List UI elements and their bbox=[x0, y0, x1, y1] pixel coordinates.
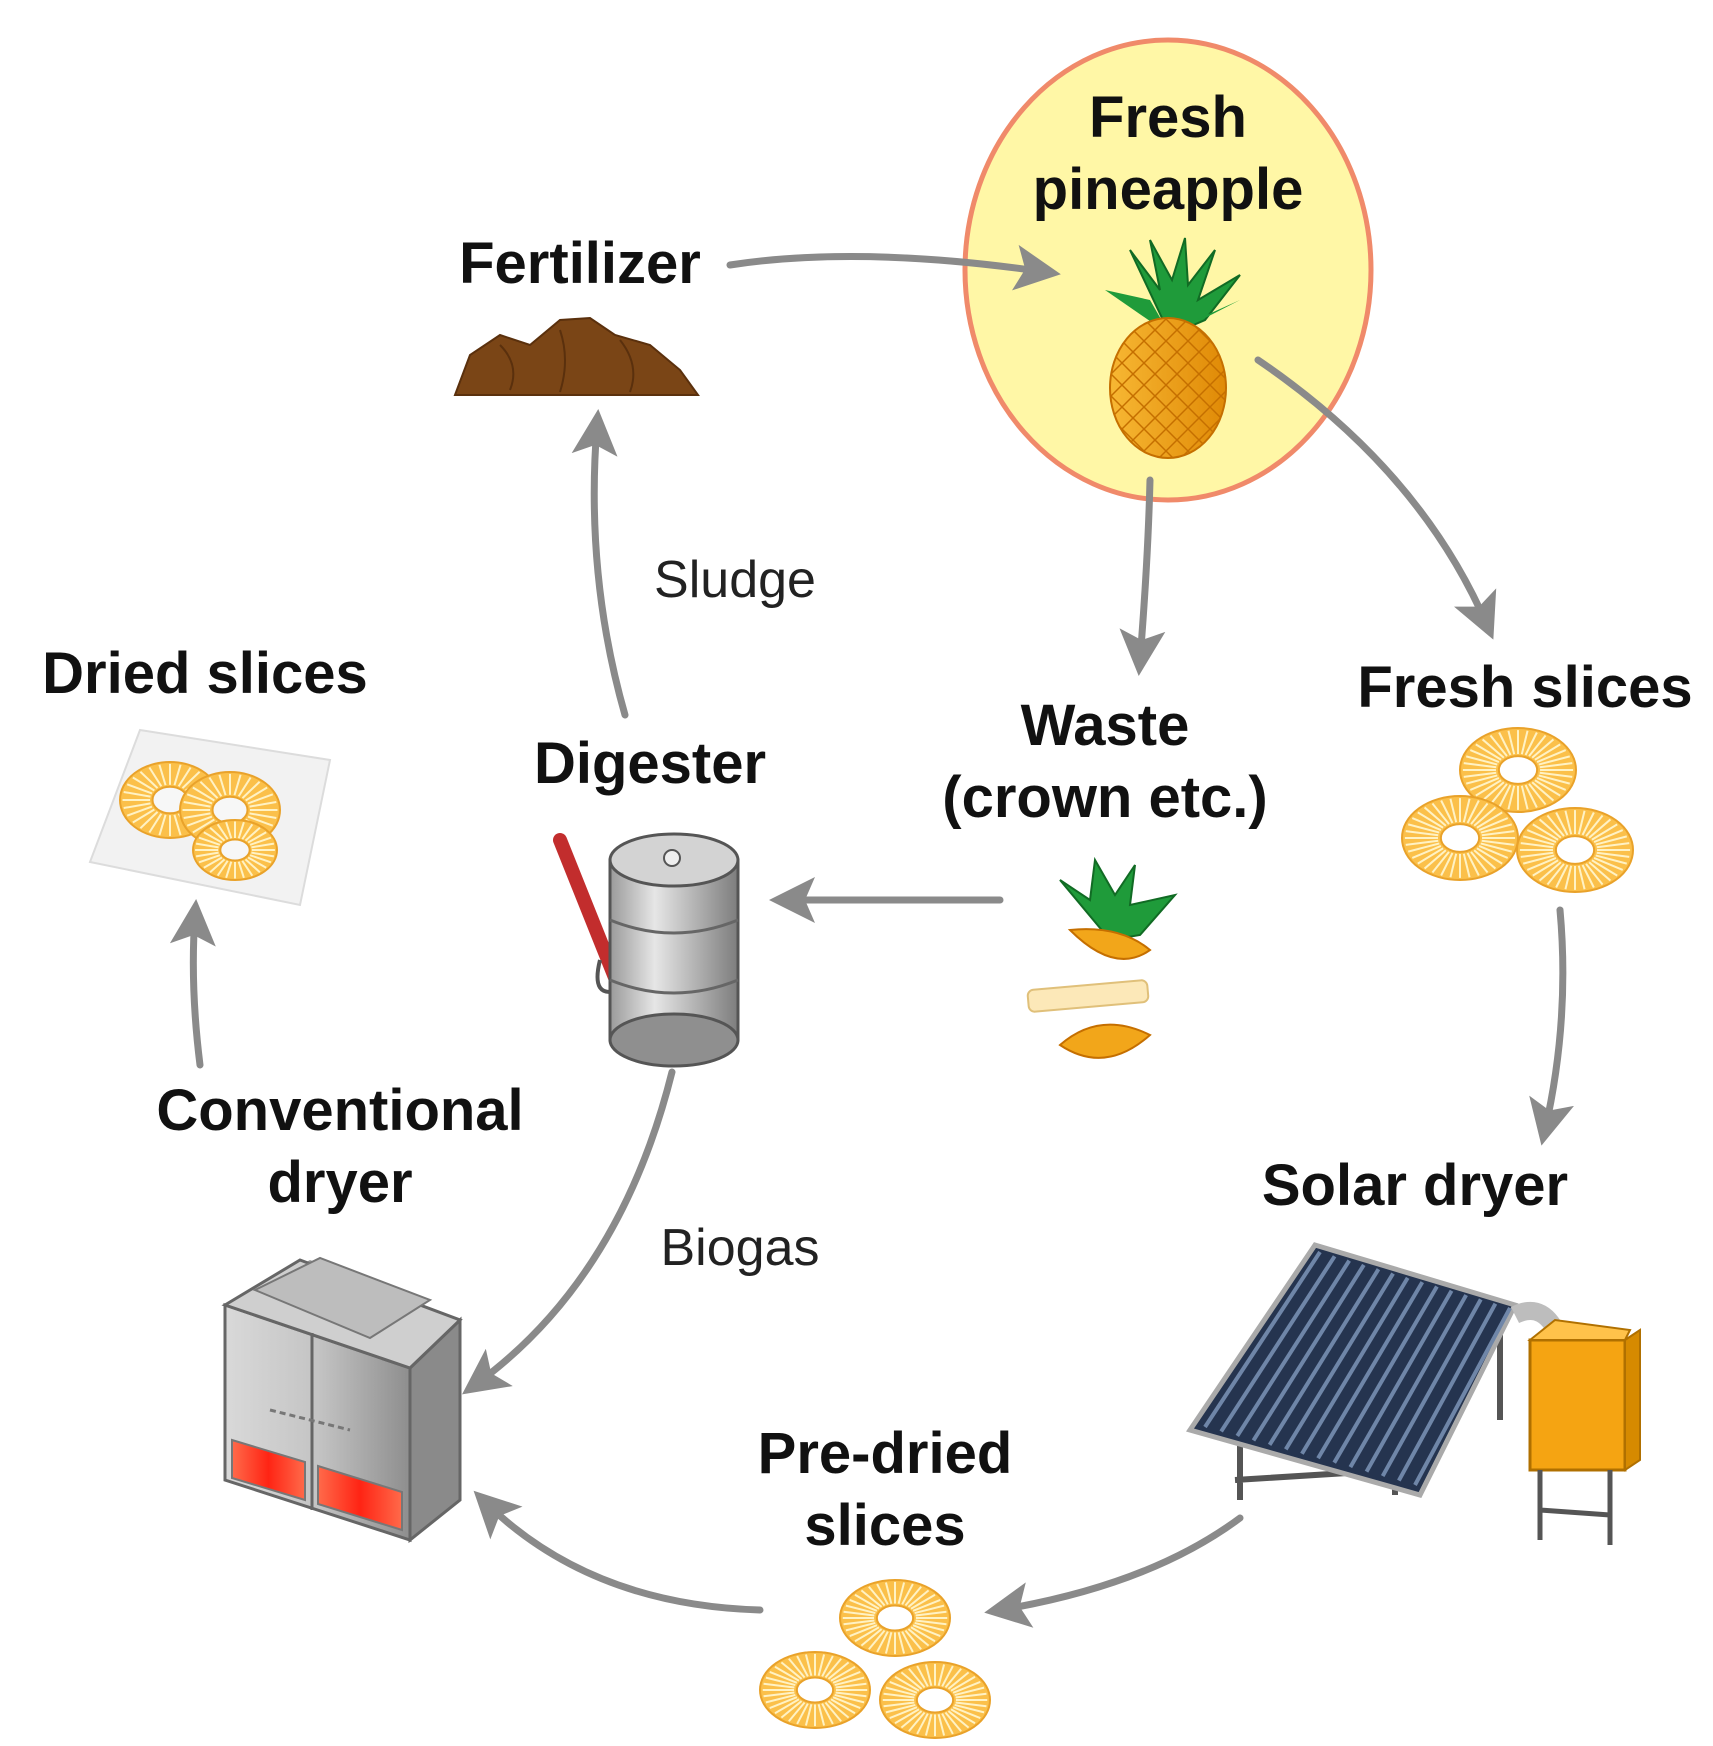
flow-arrows bbox=[169, 244, 1575, 1628]
waste-icon bbox=[1026, 856, 1178, 1059]
arrow-pineapple-to-waste bbox=[1119, 476, 1166, 676]
arrow-fertilizer-to-pineapple bbox=[726, 244, 1061, 291]
solar-tube bbox=[1300, 1276, 1410, 1455]
digester-icon bbox=[553, 832, 740, 1068]
pre-dried-slice-1 bbox=[839, 1579, 951, 1657]
pre-dried-slices-line2: slices bbox=[804, 1493, 966, 1558]
pre-dried-slice-2 bbox=[759, 1651, 871, 1729]
arrow-digester-to-fertilizer-sludge bbox=[571, 409, 629, 719]
pre-dried-slice-3 bbox=[879, 1661, 991, 1739]
pre-dried-slices-line1: Pre-dried bbox=[757, 1421, 1013, 1486]
sludge-label: Sludge bbox=[654, 551, 816, 609]
solar-dryer-label: Solar dryer bbox=[1261, 1153, 1569, 1218]
solar-tube bbox=[1203, 1250, 1322, 1429]
pre-dried-slices-label: Pre-dried slices bbox=[720, 1418, 1050, 1562]
solar-tube bbox=[1380, 1298, 1483, 1478]
arrow-fresh-slices-to-solar-dryer bbox=[1529, 906, 1575, 1146]
waste-line2: (crown etc.) bbox=[942, 765, 1268, 830]
arrow-digester-to-conventional-dryer-biogas bbox=[462, 1068, 676, 1395]
fertilizer-label: Fertilizer bbox=[459, 231, 701, 296]
arrow-pineapple-to-fresh-slices bbox=[1254, 356, 1497, 640]
solar-tube bbox=[1316, 1281, 1425, 1460]
solar-tube bbox=[1219, 1255, 1337, 1433]
conventional-dryer-line2: dryer bbox=[267, 1150, 413, 1215]
arrow-pre-dried-to-conventional-dryer bbox=[473, 1490, 764, 1614]
fresh-pineapple-line2: pineapple bbox=[1032, 157, 1304, 222]
fresh-slice-1 bbox=[1459, 727, 1577, 813]
solar-tube bbox=[1251, 1263, 1366, 1442]
solar-tube bbox=[1332, 1285, 1439, 1464]
solar-tube bbox=[1413, 1307, 1512, 1486]
fresh-pineapple-label: Fresh pineapple bbox=[1018, 82, 1318, 226]
solar-tube bbox=[1364, 1294, 1468, 1473]
biogas-label: Biogas bbox=[660, 1219, 820, 1277]
solar-tube bbox=[1284, 1272, 1395, 1451]
dried-slices-label: Dried slices bbox=[42, 641, 368, 706]
solar-tube bbox=[1397, 1302, 1498, 1482]
slices-layer bbox=[759, 727, 1634, 1739]
solar-tube bbox=[1267, 1268, 1381, 1446]
conventional-dryer-icon bbox=[221, 1256, 463, 1544]
fresh-pineapple-highlight bbox=[962, 37, 1374, 503]
solar-dryer-icon bbox=[1185, 1242, 1641, 1545]
waste-line1: Waste bbox=[1020, 693, 1190, 758]
pineapple-icon bbox=[1105, 237, 1241, 459]
solar-tube bbox=[1348, 1289, 1454, 1469]
fresh-slice-3 bbox=[1516, 807, 1634, 893]
arrow-conventional-dryer-to-dried-slices bbox=[169, 899, 216, 1069]
waste-label: Waste (crown etc.) bbox=[920, 690, 1290, 834]
fresh-slice-2 bbox=[1401, 795, 1519, 881]
digester-label: Digester bbox=[533, 731, 767, 796]
fresh-slices-label: Fresh slices bbox=[1357, 655, 1693, 720]
conventional-dryer-label: Conventional dryer bbox=[130, 1075, 550, 1219]
dried-slice-3 bbox=[192, 819, 278, 881]
conventional-dryer-line1: Conventional bbox=[156, 1078, 524, 1143]
solar-tube bbox=[1235, 1259, 1351, 1437]
fresh-pineapple-line1: Fresh bbox=[1089, 85, 1247, 150]
fertilizer-soil-icon bbox=[453, 316, 700, 396]
arrow-solar-dryer-to-pre-dried bbox=[984, 1514, 1244, 1628]
